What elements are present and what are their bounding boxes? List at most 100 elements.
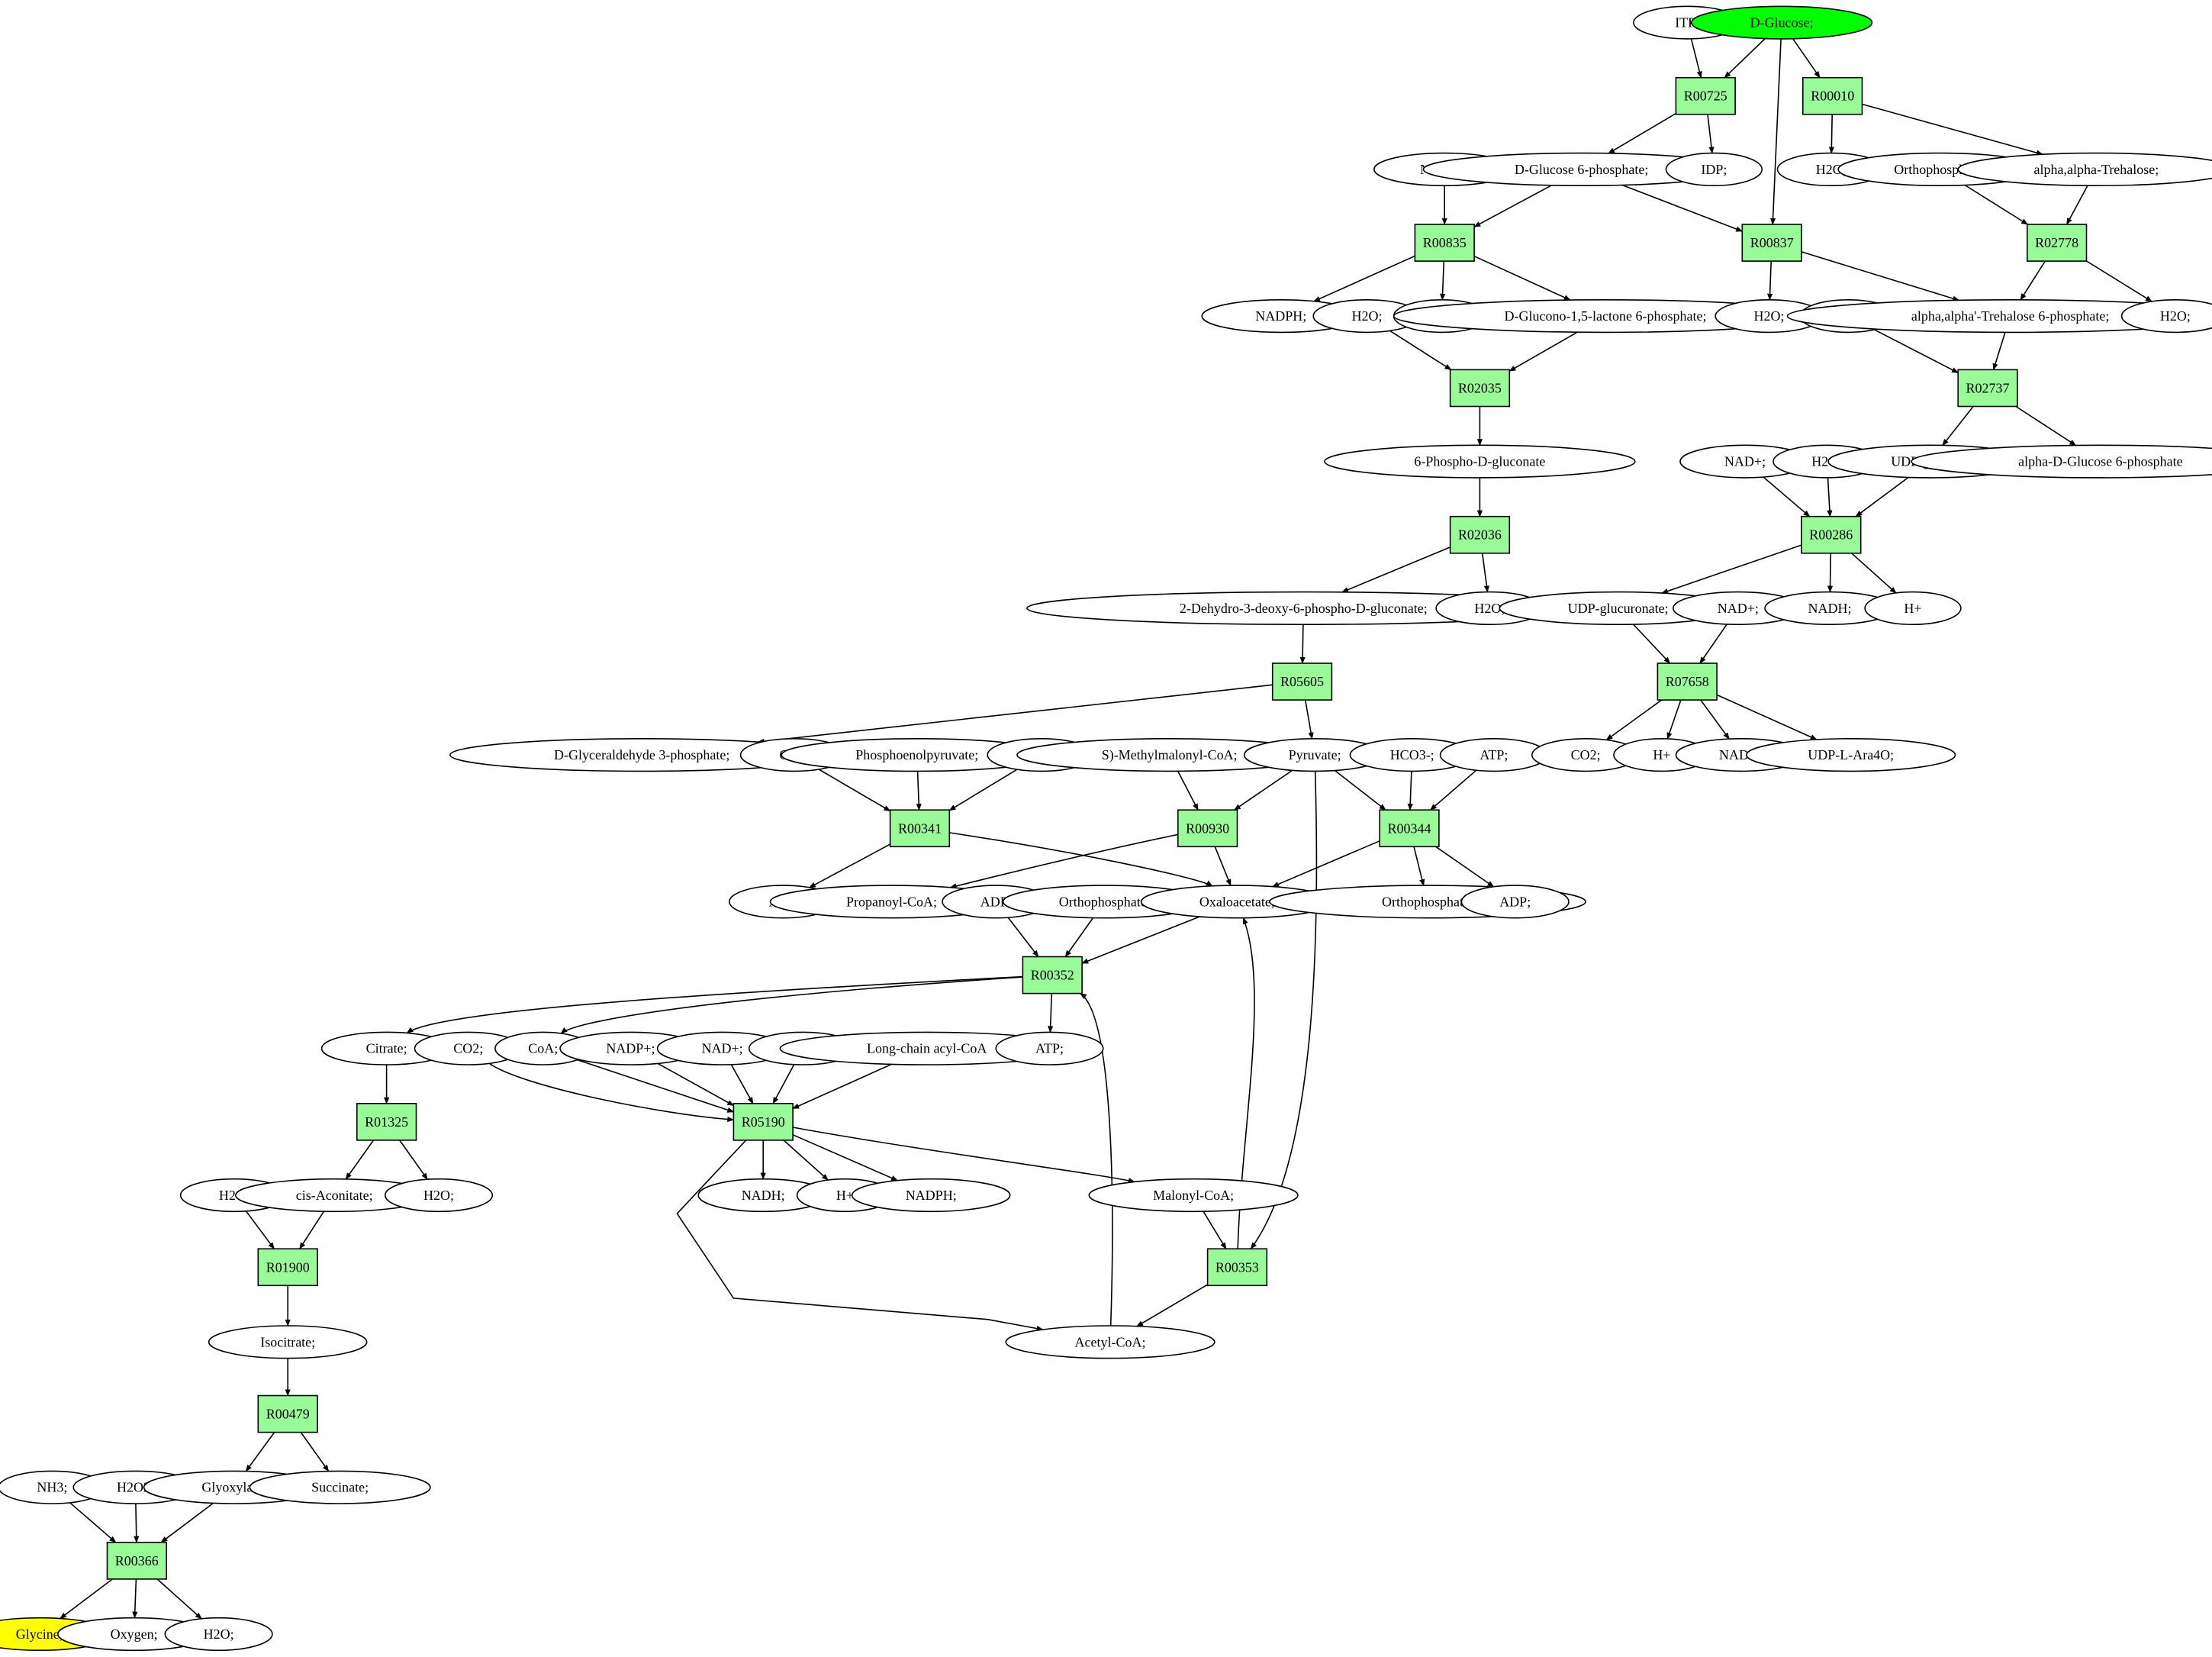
compound-ellipse	[1911, 444, 2212, 479]
compound-node-udpglucuronate[interactable]: UDP-glucuronate;	[1499, 591, 1737, 626]
edge-oxaloacetate-to-r00352	[1081, 916, 1200, 964]
compound-node-oxaloacetate[interactable]: Oxaloacetate;	[1140, 885, 1334, 919]
edge-r00341-to-atp_b	[808, 843, 890, 888]
reaction-node-r07658[interactable]: R07658	[1657, 662, 1718, 701]
compound-node-succinate[interactable]: Succinate;	[249, 1470, 431, 1504]
compound-node-trehalose[interactable]: alpha,alpha-Trehalose;	[1957, 152, 2212, 186]
edge-h2o2-to-r00366	[134, 1503, 140, 1543]
compound-node-lcacyl[interactable]: Long-chain acyl-CoA	[779, 1031, 1074, 1065]
edge-r00010-to-trehalose	[1862, 103, 2043, 156]
compound-label: Phosphoenolpyruvate;	[855, 747, 978, 762]
edge-h2o_h-to-r01900	[245, 1211, 275, 1249]
reaction-node-r02778[interactable]: R02778	[2027, 224, 2088, 262]
compound-node-t6p[interactable]: alpha,alpha'-Trehalose 6-phosphate;	[1786, 299, 2212, 334]
compound-node-idp[interactable]: IDP;	[1665, 152, 1763, 186]
compound-node-nadh_a[interactable]: NADH;	[1764, 591, 1895, 626]
reaction-node-r00366[interactable]: R00366	[106, 1542, 167, 1580]
compound-node-h2o_d[interactable]: H2O;	[2120, 299, 2212, 334]
reaction-node-r00725[interactable]: R00725	[1675, 76, 1736, 115]
compound-node-co2_c[interactable]: CO2;	[414, 1031, 523, 1065]
compound-node-atp_c[interactable]: ATP;	[995, 1031, 1104, 1065]
reaction-node-r02035[interactable]: R02035	[1449, 369, 1511, 408]
compound-label: H2O;	[1754, 308, 1785, 324]
edge-r02778-to-h2o_d	[2086, 260, 2152, 302]
compound-node-glucono[interactable]: D-Glucono-1,5-lactone 6-phosphate;	[1393, 299, 1818, 334]
edge-r00837-to-t6p	[1801, 251, 1960, 301]
compound-label: Orthophosphate;	[1059, 894, 1151, 909]
compound-node-phosphogluconate[interactable]: 6-Phospho-D-gluconate	[1324, 444, 1636, 479]
reaction-node-r01325[interactable]: R01325	[356, 1103, 417, 1141]
compound-node-adp_c[interactable]: ADP;	[1460, 885, 1570, 919]
edge-lcacyl-to-r05190	[792, 1063, 892, 1110]
compound-node-isocitrate[interactable]: Isocitrate;	[208, 1325, 368, 1359]
compound-label: ADP;	[1499, 894, 1531, 909]
compound-ellipse	[1088, 1178, 1299, 1213]
reaction-node-r00837[interactable]: R00837	[1741, 224, 1802, 262]
reaction-label: R00341	[898, 820, 942, 836]
compound-label: D-Glyceraldehyde 3-phosphate;	[554, 747, 729, 762]
compound-node-udpara[interactable]: UDP-L-Ara4O;	[1746, 737, 1956, 772]
edge-orthop_b-to-r00352	[1064, 917, 1094, 958]
reaction-node-r00479[interactable]: R00479	[257, 1394, 318, 1433]
reaction-label: R00352	[1031, 968, 1074, 983]
reaction-node-r00010[interactable]: R00010	[1802, 76, 1863, 115]
reaction-node-r00930[interactable]: R00930	[1177, 809, 1238, 848]
compound-node-gap[interactable]: D-Glyceraldehyde 3-phosphate;	[449, 737, 835, 772]
compound-label: Glycine;	[16, 1626, 63, 1642]
compound-ellipse	[1005, 1325, 1215, 1359]
reaction-box	[889, 809, 951, 848]
reaction-node-r05190[interactable]: R05190	[733, 1103, 794, 1141]
reaction-node-r02036[interactable]: R02036	[1449, 515, 1511, 554]
compound-node-ag6p[interactable]: alpha-D-Glucose 6-phosphate	[1911, 444, 2212, 479]
compound-node-h2o_j[interactable]: H2O;	[164, 1617, 273, 1652]
reaction-label: R02036	[1458, 527, 1502, 543]
reaction-node-r00341[interactable]: R00341	[889, 809, 951, 848]
edge-r00479-to-succinate	[300, 1432, 330, 1472]
compound-node-pep[interactable]: Phosphoenolpyruvate;	[781, 737, 1054, 772]
edge-r00366-to-glycine	[60, 1578, 113, 1620]
reaction-node-r00835[interactable]: R00835	[1414, 224, 1475, 262]
compound-node-nadh_c[interactable]: NADH;	[697, 1178, 829, 1213]
compound-label: NAD+;	[1724, 454, 1766, 469]
compound-node-hplus_b[interactable]: H+	[1864, 591, 1962, 626]
edge-r05190-to-hplus_d	[783, 1140, 829, 1181]
compound-node-nh3[interactable]: NH3;	[0, 1470, 107, 1504]
reaction-label: R05605	[1280, 674, 1324, 689]
compound-node-cisaconitate[interactable]: cis-Aconitate;	[235, 1178, 434, 1213]
reaction-node-r05605[interactable]: R05605	[1271, 662, 1333, 701]
compound-label: H2O;	[204, 1626, 234, 1642]
compound-label: H2O;	[1474, 601, 1505, 616]
compound-label: cis-Aconitate;	[296, 1188, 373, 1203]
compound-label: NADPH;	[906, 1188, 957, 1203]
reaction-label: R05190	[742, 1114, 785, 1130]
edge-glucono-to-r02035	[1508, 331, 1578, 372]
compound-node-atp_a[interactable]: ATP;	[1439, 737, 1548, 772]
reaction-label: R00286	[1809, 527, 1853, 543]
compound-label: H+	[836, 1188, 854, 1203]
edge-h2o_b-to-r02035	[1389, 330, 1452, 371]
compound-node-h2o_i[interactable]: H2O;	[384, 1178, 494, 1213]
compound-node-acetylcoa[interactable]: Acetyl-CoA;	[1005, 1325, 1215, 1359]
compound-node-smm[interactable]: S)-Methylmalonyl-CoA;	[1016, 737, 1323, 772]
reaction-node-r00352[interactable]: R00352	[1022, 956, 1083, 995]
compound-node-nad_b[interactable]: NAD+;	[1673, 591, 1804, 626]
reaction-label: R00366	[115, 1553, 159, 1568]
reaction-box	[1379, 809, 1440, 848]
edge-g6p-to-r00837	[1621, 184, 1744, 232]
reaction-node-r02737[interactable]: R02737	[1957, 369, 2018, 408]
edge-dglucose-to-r00837	[1769, 38, 1782, 225]
compound-node-malonyl[interactable]: Malonyl-CoA;	[1088, 1178, 1299, 1213]
edge-udp-to-r02737	[1874, 329, 1959, 374]
edge-r05605-to-gap	[757, 684, 1273, 744]
compound-label: NADH;	[742, 1188, 785, 1203]
reaction-node-r00286[interactable]: R00286	[1801, 515, 1862, 554]
compound-label: Orthophosphate;	[1382, 894, 1473, 909]
compound-node-h2o_c[interactable]: H2O;	[1715, 299, 1824, 334]
compound-node-g6p[interactable]: D-Glucose 6-phosphate;	[1422, 152, 1740, 186]
compound-node-nadph_b[interactable]: NADPH;	[851, 1178, 1011, 1213]
compound-node-dglucose[interactable]: D-Glucose;	[1691, 5, 1873, 40]
edge-pep-to-r00341	[916, 771, 922, 811]
reaction-node-r00344[interactable]: R00344	[1379, 809, 1440, 848]
reaction-node-r01900[interactable]: R01900	[257, 1248, 318, 1287]
reaction-node-r00353[interactable]: R00353	[1206, 1248, 1268, 1287]
